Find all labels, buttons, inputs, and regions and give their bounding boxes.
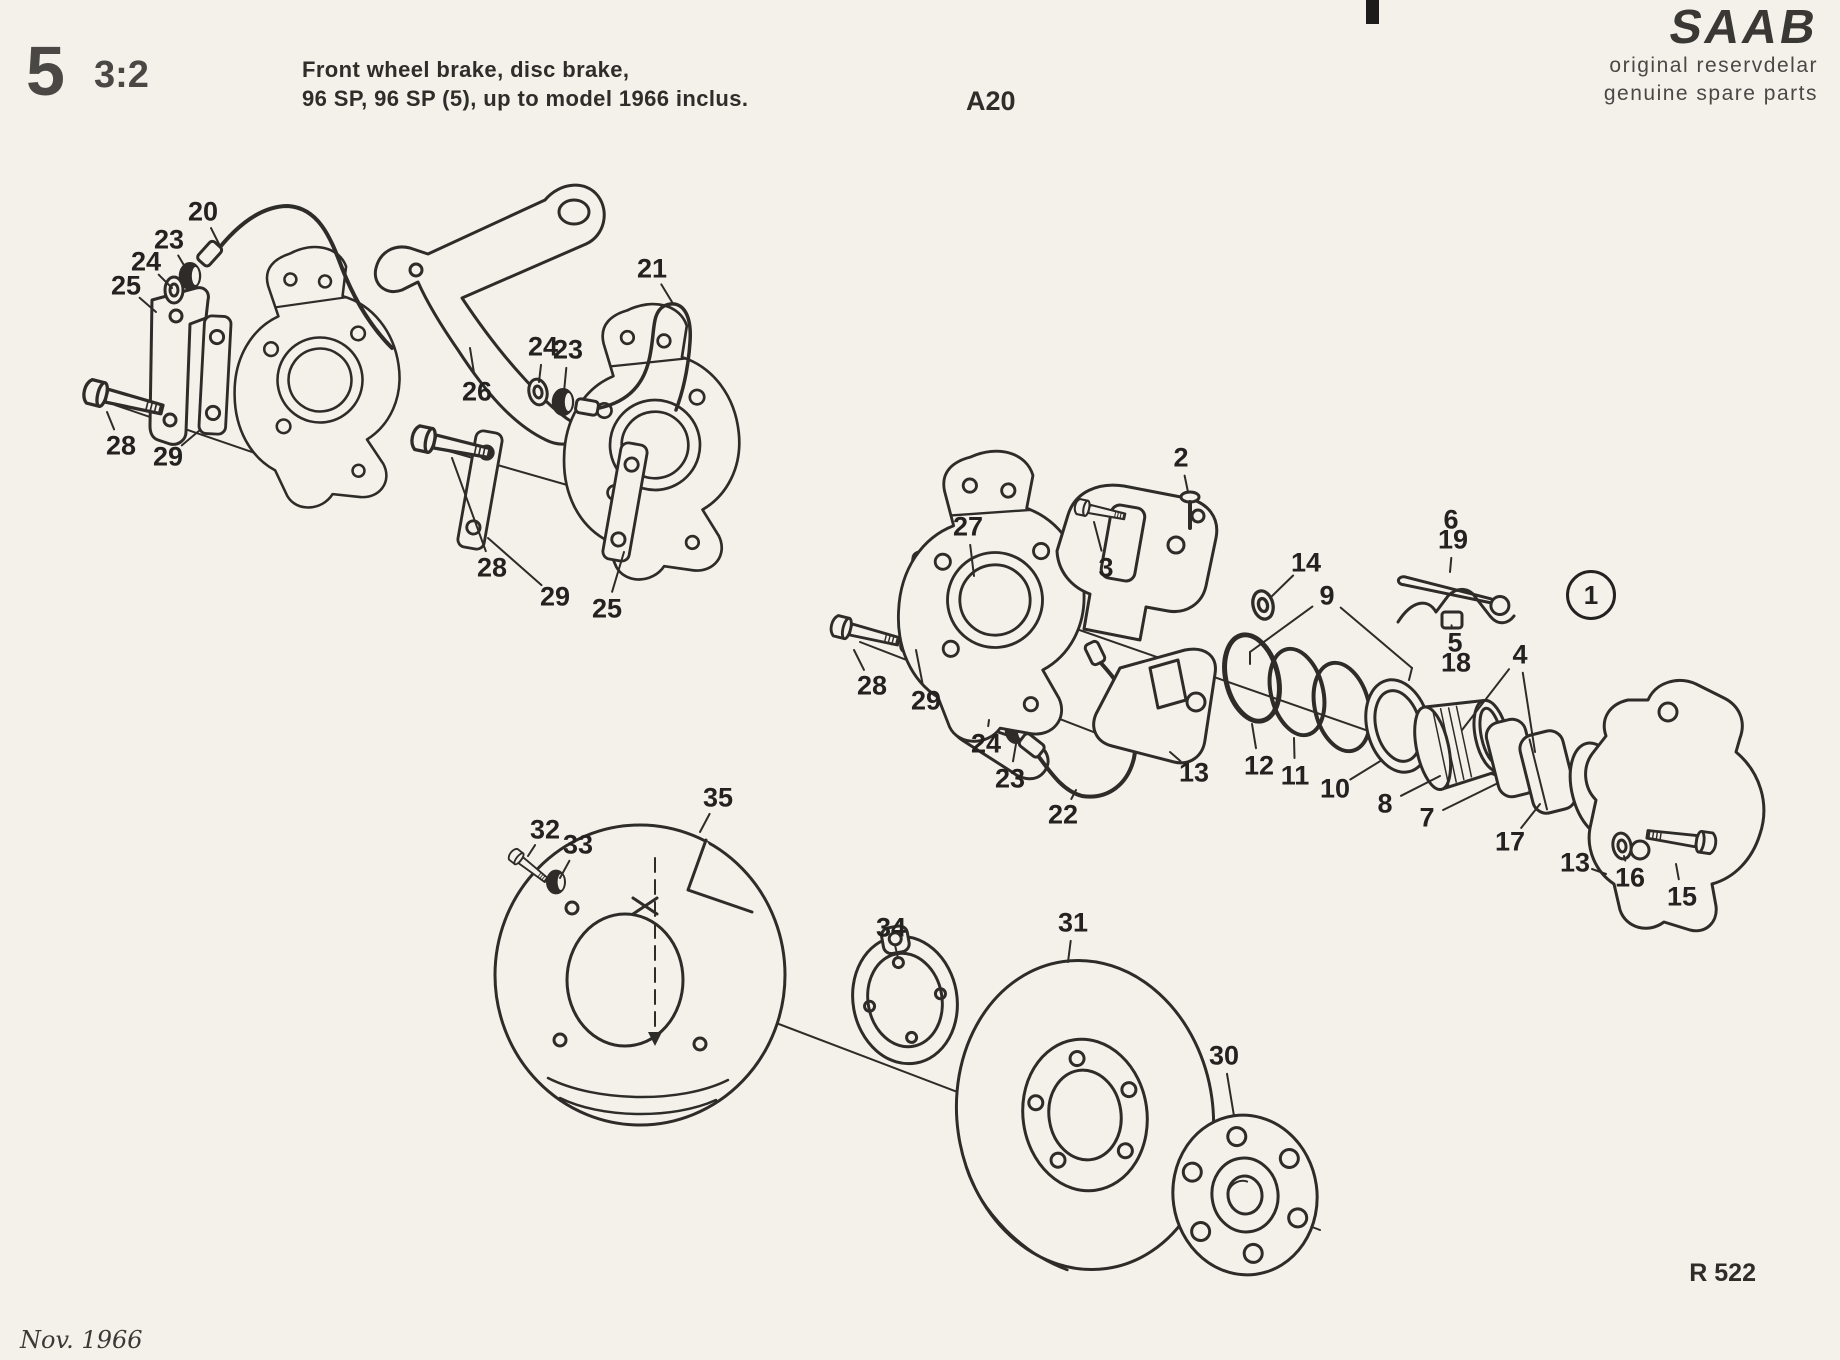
leader-line [1226,1072,1235,1117]
brake-hose-22 [1030,653,1138,799]
leader-line [1521,671,1536,753]
drawing-ref: R 522 [1689,1259,1756,1287]
assembly-axis-lines [114,404,1696,1231]
leader-line [1251,723,1257,750]
cotter-pin-19 [1396,575,1511,617]
leader-line [487,537,543,587]
splash-guard-35 [493,823,787,1127]
leader-line [1349,759,1383,781]
leader-line [563,366,568,393]
page-title: Front wheel brake, disc brake, 96 SP, 96… [302,56,748,113]
lock-strap-29 [197,314,233,436]
leader-line [1339,606,1413,669]
leader-line [1169,751,1182,763]
leader-line [1449,556,1453,573]
brand-tagline-swedish: original reservdelar [1609,54,1818,77]
leader-line [1183,474,1189,493]
leader-line [559,859,571,879]
leader-line [1012,743,1017,763]
leader-line [106,411,116,431]
date-note: Nov. 1966 [20,1326,143,1354]
leader-line [853,649,865,671]
leader-line [611,551,625,593]
leader-line [1591,868,1607,875]
callout-bracket-9 [1249,651,1413,681]
seal-ring-34 [851,924,959,1066]
brake-pipe-21 [586,302,692,412]
leader-line [1067,939,1072,963]
leader-line [915,649,924,685]
leader-line [699,812,711,833]
leader-line [1520,803,1541,829]
leader-line [138,296,157,313]
leader-line [157,273,173,289]
washer-14 [1248,587,1278,623]
leader-line [987,719,990,728]
caliper-mount-13 [1092,647,1217,765]
brake-hose-20 [208,204,394,350]
leader-line [1461,668,1510,731]
leader-line [527,844,537,857]
leader-line [469,347,476,376]
leader-line [660,283,673,303]
o-ring-11 [1267,646,1327,738]
o-ring-12 [1222,632,1282,724]
leader-line [1269,574,1295,599]
leader-line [1093,521,1103,552]
brake-disc-31 [954,958,1216,1272]
leader-line [538,363,542,383]
leader-line [177,254,189,273]
caliper-assembly [885,444,1766,933]
bleed-screw-2 [1179,490,1201,530]
page-title-line1: Front wheel brake, disc brake, [302,57,630,82]
brand-block: SAAB original reservdelar genuine spare … [1603,1,1823,109]
middle-knuckle-assembly [408,294,755,588]
bolt-28 [827,613,903,653]
section-number: 5 [26,32,65,110]
leader-line [1450,624,1453,629]
leader-line [1675,863,1680,881]
leader-line [1442,783,1497,811]
leader-line [1070,789,1077,800]
leader-line [1623,855,1627,862]
leader-line [180,429,201,447]
leader-line [210,227,223,251]
scan-mark [1366,0,1379,24]
banjo-nut-23 [551,388,575,416]
leader-line [451,457,487,553]
caliper-outer-half-13 [1584,679,1766,933]
left-knuckle-assembly [79,204,418,518]
leader-line [1293,737,1296,759]
plate-code: A20 [966,86,1016,116]
leader-line [1249,605,1314,653]
section-scale: 3:2 [94,54,149,96]
leader-lines [106,227,1680,1117]
leader-line [894,944,899,959]
leader-line [969,543,975,577]
leader-line [1400,775,1441,797]
banjo-nut-23 [178,262,202,290]
page-title-line2: 96 SP, 96 SP (5), up to model 1966 inclu… [302,85,749,111]
brand-tagline-english: genuine spare parts [1603,82,1818,106]
